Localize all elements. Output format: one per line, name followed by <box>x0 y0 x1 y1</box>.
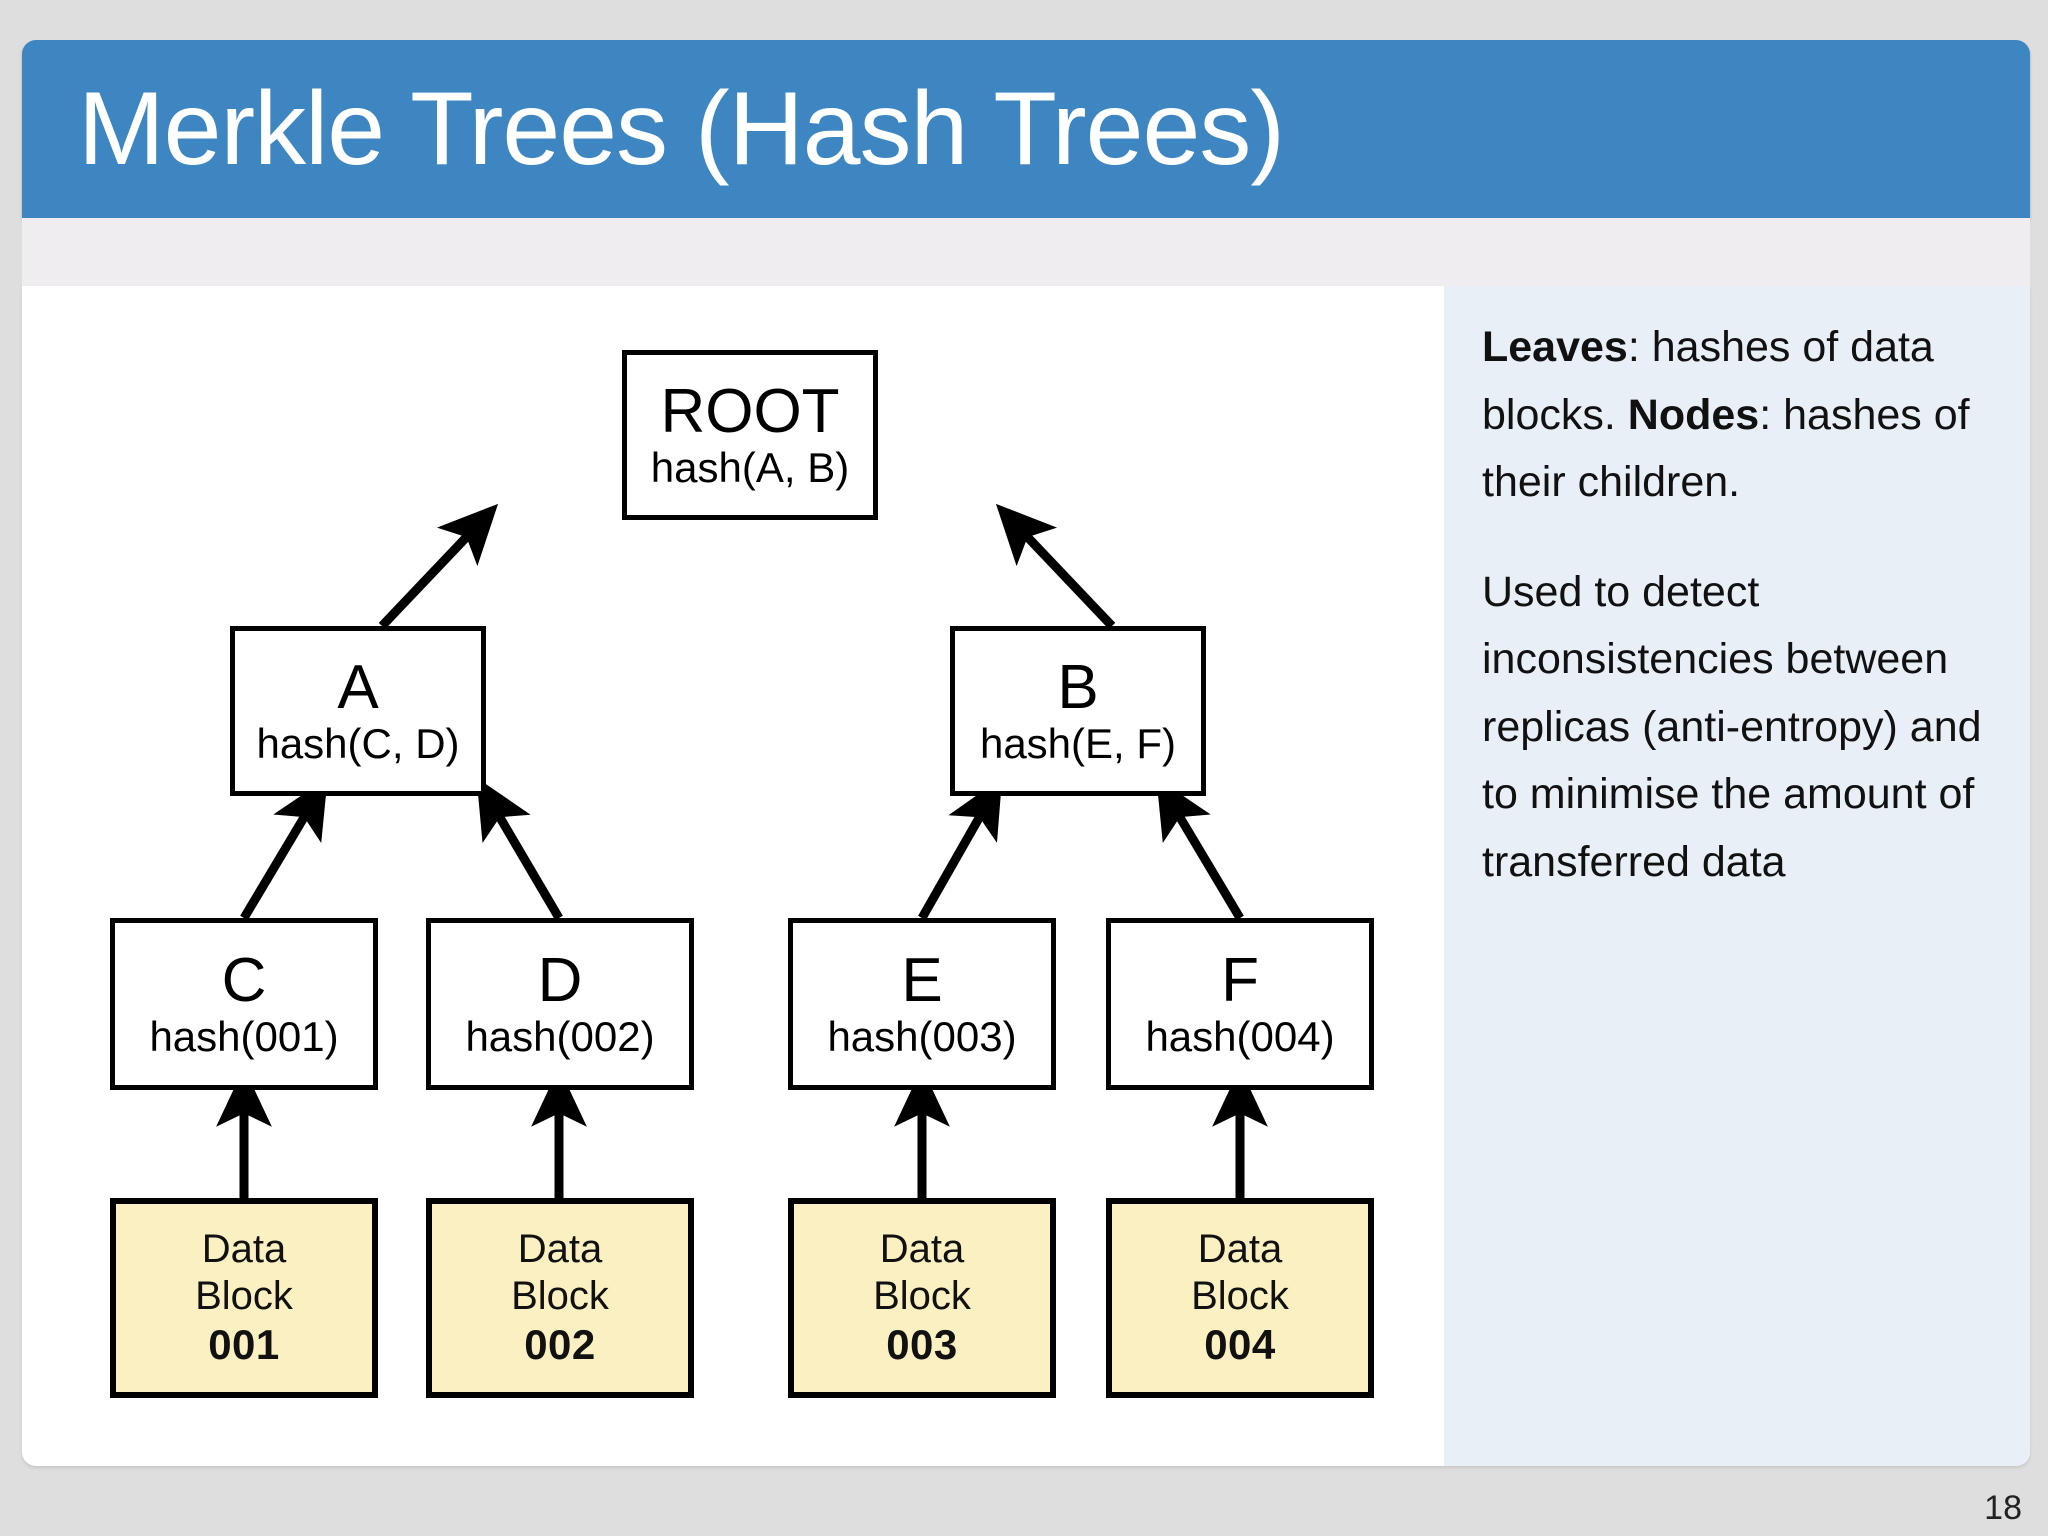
node-d-title: D <box>537 946 583 1016</box>
edge-f-to-b <box>1156 777 1244 921</box>
node-b-title: B <box>1057 653 1099 723</box>
node-e-title: E <box>901 946 943 1016</box>
edge-d-to-a <box>476 777 563 921</box>
data-block-002-line2: Block <box>511 1274 609 1319</box>
node-c-subtitle: hash(001) <box>149 1012 339 1060</box>
edge-b-to-root <box>995 503 1116 630</box>
node-f[interactable]: F hash(004) <box>1106 918 1374 1090</box>
node-a-subtitle: hash(C, D) <box>256 719 460 767</box>
node-d-subtitle: hash(002) <box>465 1012 655 1060</box>
data-block-004-id: 004 <box>1204 1321 1276 1369</box>
notes-paragraph-usage: Used to detect inconsistencies between r… <box>1482 567 1982 886</box>
data-block-003-id: 003 <box>886 1321 958 1369</box>
data-block-002[interactable]: Data Block 002 <box>426 1198 694 1398</box>
node-c-title: C <box>221 946 267 1016</box>
node-b-subtitle: hash(E, F) <box>979 719 1177 767</box>
edge-c-to-a <box>240 777 328 921</box>
node-b[interactable]: B hash(E, F) <box>950 626 1206 796</box>
node-root-title: ROOT <box>660 377 840 447</box>
node-a[interactable]: A hash(C, D) <box>230 626 486 796</box>
data-block-003[interactable]: Data Block 003 <box>788 1198 1056 1398</box>
edge-a-to-root <box>378 503 499 630</box>
slide-title-bar: Merkle Trees (Hash Trees) <box>22 40 2030 218</box>
merkle-tree-diagram: ROOT hash(A, B) A hash(C, D) B hash(E, F… <box>22 286 1444 1466</box>
data-block-003-line1: Data <box>879 1227 965 1272</box>
notes-spacer <box>1482 517 1982 559</box>
node-e-subtitle: hash(003) <box>827 1012 1017 1060</box>
notes-paragraph-definitions: Leaves: hashes of data blocks. Nodes: ha… <box>1482 314 1982 517</box>
page-title: Merkle Trees (Hash Trees) <box>78 71 1285 187</box>
node-e[interactable]: E hash(003) <box>788 918 1056 1090</box>
data-block-001-line1: Data <box>201 1227 287 1272</box>
node-f-subtitle: hash(004) <box>1145 1012 1335 1060</box>
slide-body: ROOT hash(A, B) A hash(C, D) B hash(E, F… <box>22 286 2030 1466</box>
data-block-002-line1: Data <box>517 1227 603 1272</box>
notes-term-leaves: Leaves <box>1482 323 1628 371</box>
data-block-004-line1: Data <box>1197 1227 1283 1272</box>
data-block-001-line2: Block <box>195 1274 293 1319</box>
notes-content: Leaves: hashes of data blocks. Nodes: ha… <box>1482 314 1982 896</box>
notes-nodes-text: : hashes of their children. <box>1482 390 1970 507</box>
notes-term-nodes: Nodes <box>1627 390 1760 439</box>
page-number: 18 <box>1984 1489 2022 1527</box>
node-root-subtitle: hash(A, B) <box>650 443 850 491</box>
data-block-001[interactable]: Data Block 001 <box>110 1198 378 1398</box>
diagram-connectors <box>216 503 1268 1198</box>
edge-e-to-b <box>918 777 1003 921</box>
data-block-004[interactable]: Data Block 004 <box>1106 1198 1374 1398</box>
notes-leaves-text: : hashes of data blocks. <box>1482 323 1934 439</box>
node-root[interactable]: ROOT hash(A, B) <box>622 350 878 520</box>
data-block-003-line2: Block <box>873 1274 971 1319</box>
node-c[interactable]: C hash(001) <box>110 918 378 1090</box>
data-block-001-id: 001 <box>208 1321 280 1369</box>
data-block-002-id: 002 <box>524 1321 596 1369</box>
node-a-title: A <box>337 653 379 723</box>
title-underband <box>22 218 2030 286</box>
notes-panel: Leaves: hashes of data blocks. Nodes: ha… <box>1444 286 2030 1466</box>
data-block-004-line2: Block <box>1191 1274 1289 1319</box>
node-f-title: F <box>1221 946 1259 1016</box>
node-d[interactable]: D hash(002) <box>426 918 694 1090</box>
